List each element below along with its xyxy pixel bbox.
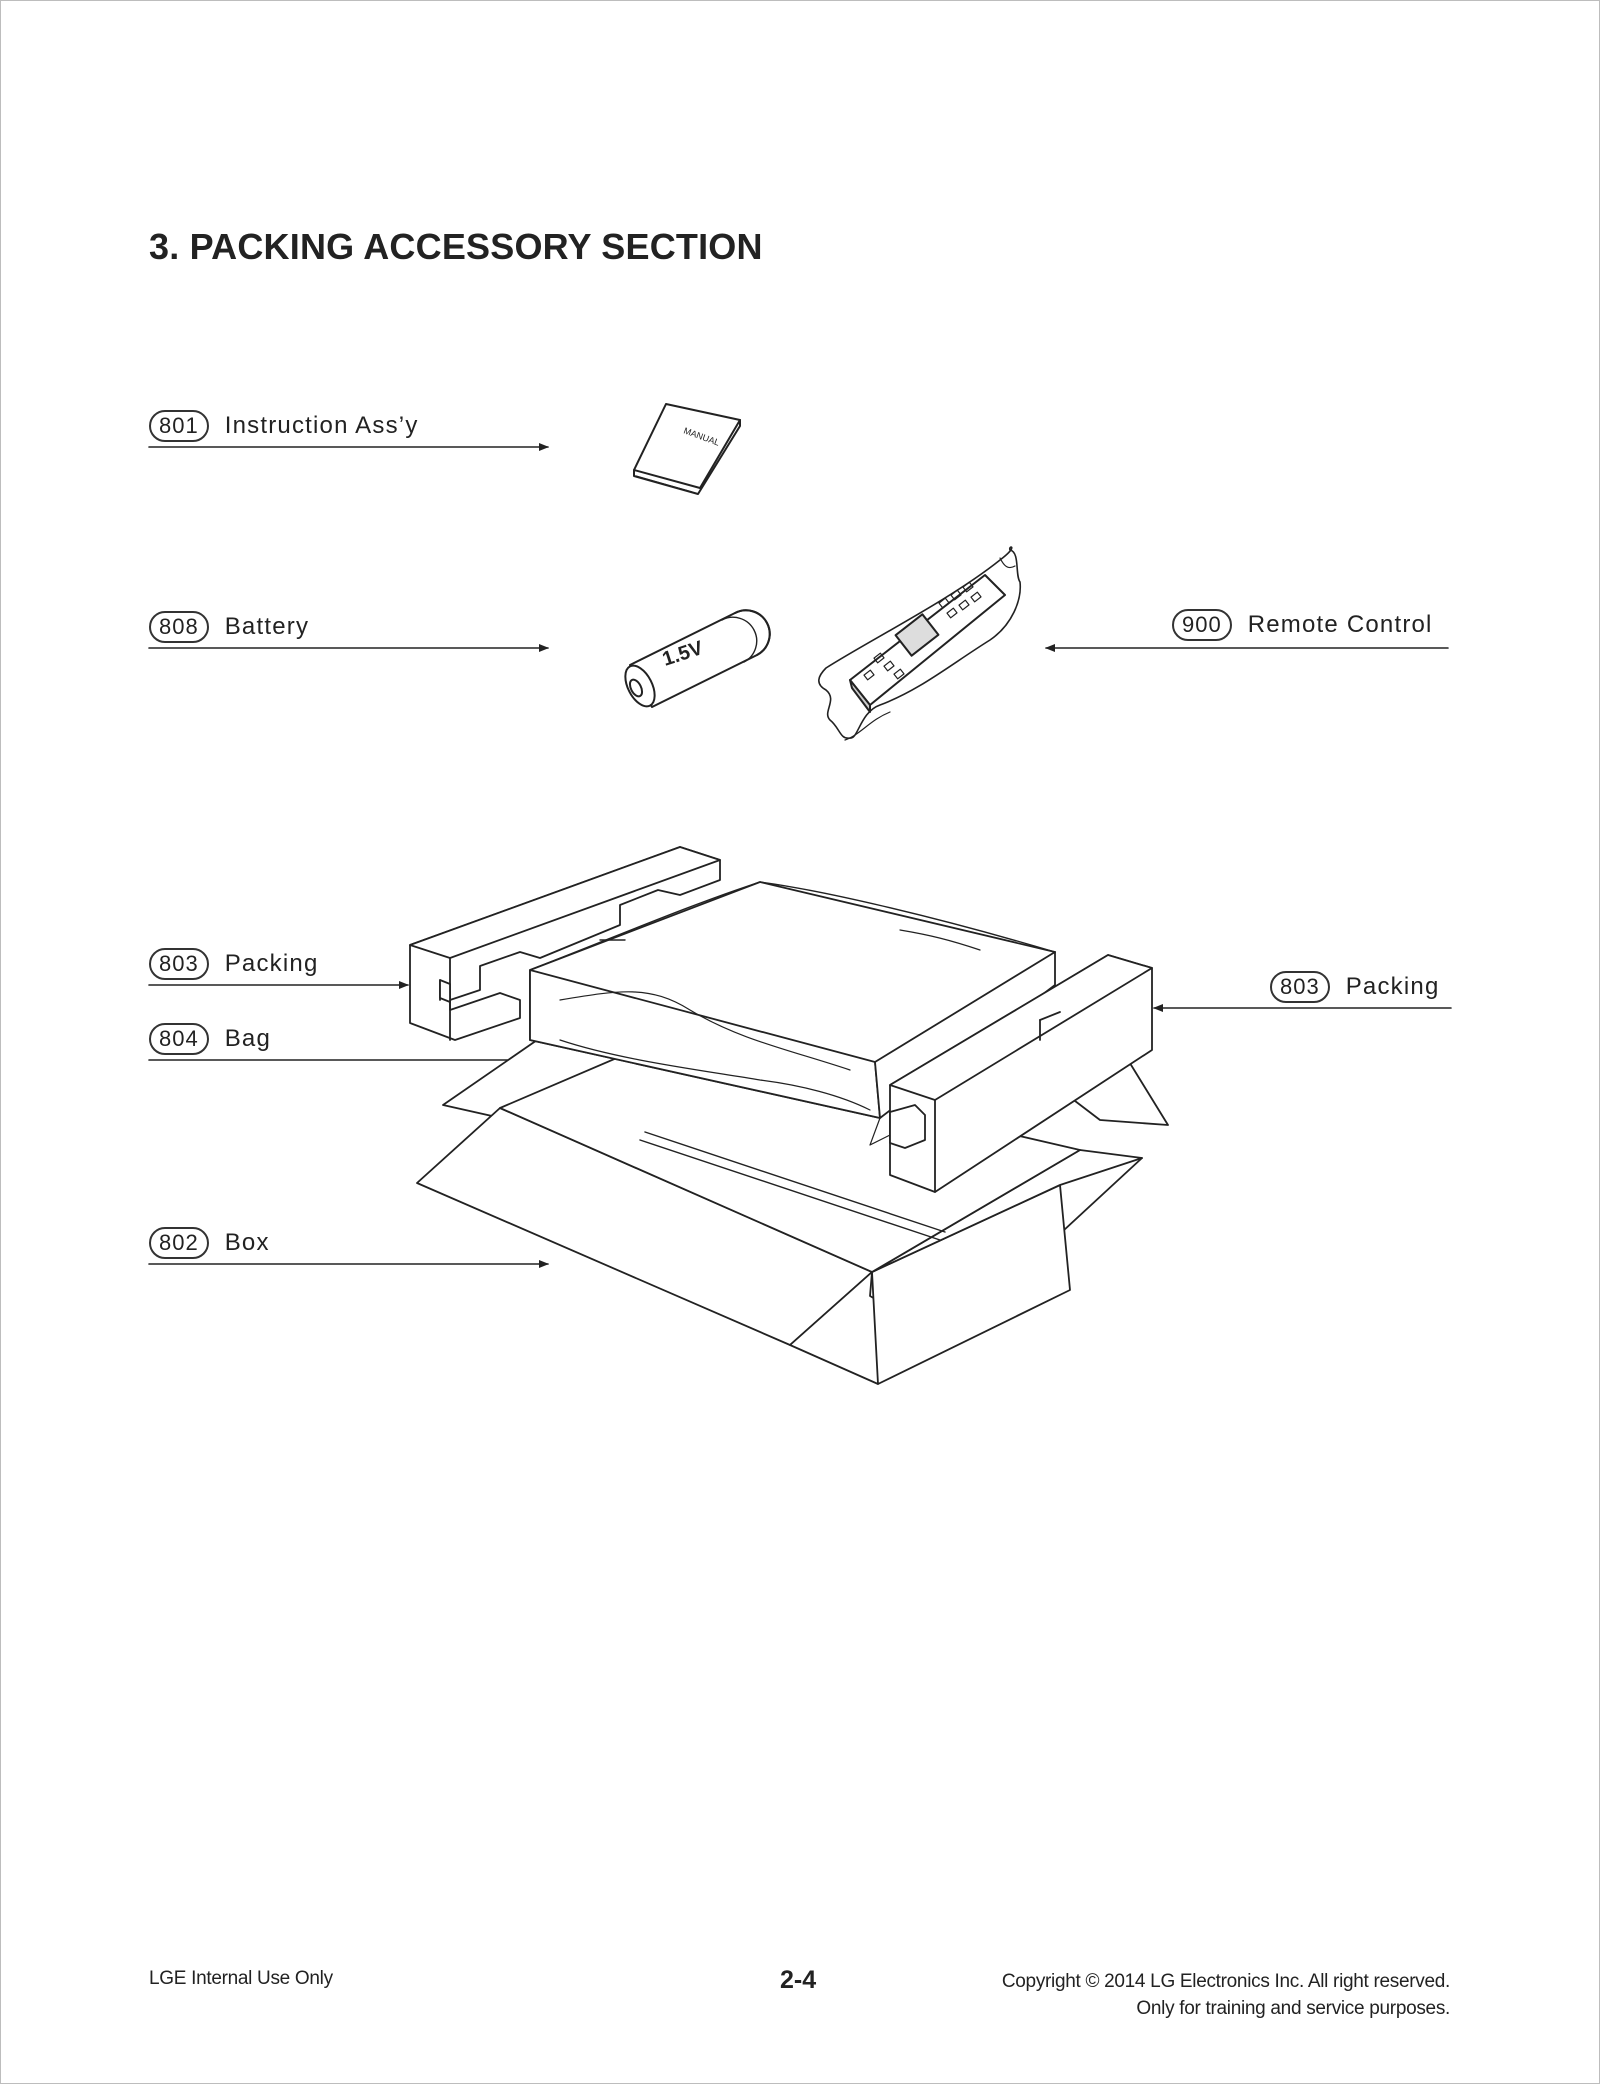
callout-label: Bag — [224, 1025, 272, 1052]
callout-instruction: 801 Instruction Ass’y — [149, 409, 419, 443]
callout-label: Box — [224, 1229, 270, 1256]
left-packing-foam — [409, 846, 721, 1041]
callout-number-badge: 802 — [149, 1227, 209, 1259]
callout-number-badge: 803 — [1270, 971, 1330, 1003]
footer-copyright-block: Copyright © 2014 LG Electronics Inc. All… — [1002, 1968, 1450, 2022]
callout-number-badge: 804 — [149, 1023, 209, 1055]
callout-packing-left: 803 Packing — [149, 947, 319, 981]
manual-booklet-icon: MANUAL — [633, 403, 741, 495]
battery-icon: 1.5V — [624, 609, 771, 708]
callout-label: Remote Control — [1247, 611, 1433, 638]
callout-number-badge: 803 — [149, 948, 209, 980]
callout-packing-right: 803 Packing — [1270, 970, 1440, 1004]
callout-number-badge: 900 — [1172, 609, 1232, 641]
callout-label: Packing — [1345, 973, 1440, 1000]
callout-bag: 804 Bag — [149, 1022, 271, 1056]
callout-label: Battery — [224, 613, 310, 640]
right-packing-foam — [889, 954, 1153, 1193]
box-drawing — [416, 1037, 1169, 1385]
remote-control-icon — [818, 546, 1022, 741]
callout-box: 802 Box — [149, 1226, 270, 1260]
footer-copyright: Copyright © 2014 LG Electronics Inc. All… — [1001, 1971, 1450, 1992]
footer-internal-use: LGE Internal Use Only — [149, 1968, 333, 1989]
callout-number-badge: 808 — [149, 611, 209, 643]
leader-lines — [148, 443, 1452, 1268]
callout-label: Packing — [224, 950, 319, 977]
footer-purpose: Only for training and service purposes. — [1136, 1998, 1450, 2019]
footer-page-number: 2-4 — [780, 1966, 817, 1994]
callout-battery: 808 Battery — [149, 610, 309, 644]
callout-number-badge: 801 — [149, 410, 209, 442]
section-title: 3. PACKING ACCESSORY SECTION — [149, 226, 763, 267]
tv-in-bag-drawing — [529, 881, 1056, 1146]
callout-remote-control: 900 Remote Control — [1172, 608, 1433, 642]
callout-label: Instruction Ass’y — [224, 412, 419, 439]
